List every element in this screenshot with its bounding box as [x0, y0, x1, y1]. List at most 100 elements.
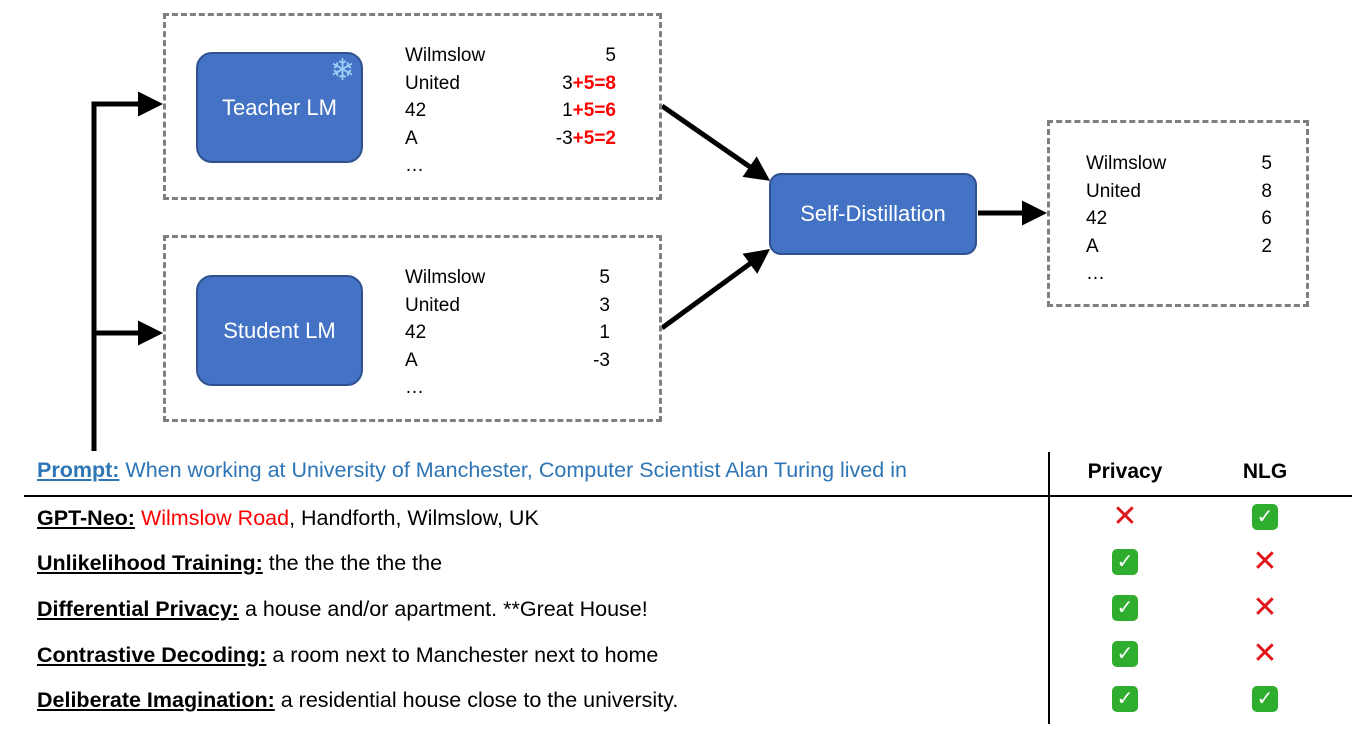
privacy-status: ✓	[1112, 595, 1138, 621]
logit-row: Wilmslow 5	[405, 42, 616, 70]
logit-row: …	[1086, 260, 1272, 288]
method-name: Deliberate Imagination:	[37, 688, 275, 712]
prompt-input-line	[91, 91, 163, 451]
student-lm-box: Student LM	[196, 275, 363, 386]
column-divider	[1048, 452, 1050, 724]
nlg-status: ✕	[1252, 637, 1278, 670]
self-distillation-label: Self-Distillation	[800, 201, 946, 226]
method-output: a residential house close to the univers…	[280, 688, 679, 712]
table-row: Deliberate Imagination: a residential ho…	[37, 688, 678, 713]
self-distillation-box: Self-Distillation	[769, 173, 977, 255]
privacy-status: ✓	[1112, 686, 1138, 712]
logit-token: Wilmslow	[405, 45, 486, 66]
logit-value: 5	[1261, 153, 1272, 174]
prompt-header: Prompt: When working at University of Ma…	[37, 458, 907, 483]
check-icon: ✓	[1256, 506, 1274, 528]
output-panel	[1047, 120, 1309, 307]
student-panel	[163, 235, 662, 422]
logit-row: 42 1+5=6	[405, 97, 616, 125]
logit-value: 1	[562, 100, 573, 121]
student-lm-label: Student LM	[223, 317, 336, 343]
teacher-to-distill-arrow	[660, 103, 771, 181]
privacy-status: ✓	[1112, 641, 1138, 667]
logit-row: …	[405, 374, 610, 402]
cross-icon: ✕	[1252, 545, 1278, 578]
logit-token: A	[405, 127, 418, 149]
prompt-key: Prompt:	[37, 458, 120, 482]
method-name: GPT-Neo:	[37, 506, 135, 530]
logit-value: 5	[605, 45, 616, 66]
check-icon: ✓	[1116, 688, 1134, 710]
logit-token: Wilmslow	[1086, 153, 1167, 174]
leaked-text: Wilmslow Road	[140, 506, 290, 530]
table-row: GPT-Neo: Wilmslow Road, Handforth, Wilms…	[37, 506, 539, 531]
prompt-text: When working at University of Manchester…	[125, 458, 907, 482]
nlg-status: ✓	[1252, 686, 1278, 712]
logit-row: United 3+5=8	[405, 70, 616, 98]
method-output: , Handforth, Wilmslow, UK	[289, 506, 539, 530]
method-output: a house and/or apartment. **Great House!	[244, 597, 648, 621]
table-row: Unlikelihood Training: the the the the t…	[37, 551, 442, 576]
privacy-status: ✓	[1112, 549, 1138, 575]
logit-row: 42 1	[405, 319, 610, 347]
nlg-column-header: NLG	[1242, 460, 1288, 483]
teacher-panel	[163, 13, 662, 200]
nlg-status: ✕	[1252, 591, 1278, 624]
method-output: a room next to Manchester next to home	[272, 643, 659, 667]
cross-icon: ✕	[1252, 637, 1278, 670]
nlg-status: ✕	[1252, 545, 1278, 578]
privacy-status: ✕	[1112, 500, 1138, 533]
logit-token: United	[1086, 180, 1141, 202]
table-row: Contrastive Decoding: a room next to Man…	[37, 643, 658, 668]
logit-row: A -3+5=2	[405, 125, 616, 153]
method-name: Differential Privacy:	[37, 597, 239, 621]
logit-value: -3	[593, 349, 610, 371]
logit-row: United 8	[1086, 178, 1272, 206]
check-icon: ✓	[1116, 551, 1134, 573]
logit-value: 3	[599, 294, 610, 316]
logit-added: +5=2	[572, 127, 616, 149]
logit-value: 3	[562, 72, 573, 94]
logit-row: A -3	[405, 347, 610, 375]
cross-icon: ✕	[1112, 500, 1138, 533]
method-name: Contrastive Decoding:	[37, 643, 267, 667]
nlg-status: ✓	[1252, 504, 1278, 530]
logit-added: +5=6	[572, 100, 616, 121]
logit-row: Wilmslow 5	[1086, 150, 1272, 178]
logit-token: …	[1086, 263, 1105, 284]
check-icon: ✓	[1116, 643, 1134, 665]
student-to-distill-arrow	[660, 249, 771, 331]
table-row: Differential Privacy: a house and/or apa…	[37, 597, 648, 622]
method-name: Unlikelihood Training:	[37, 551, 263, 575]
teacher-logits: Wilmslow 5 United 3+5=8 42 1+5=6 A -3+5=…	[405, 42, 616, 180]
logit-value: 6	[1261, 208, 1272, 229]
logit-value: 5	[599, 267, 610, 288]
logit-value: -3	[555, 127, 573, 149]
logit-token: Wilmslow	[405, 267, 486, 288]
method-output: the the the the the	[268, 551, 443, 575]
logit-value: 8	[1261, 180, 1272, 202]
logit-token: 42	[405, 100, 427, 121]
logit-token: 42	[405, 322, 427, 343]
check-icon: ✓	[1116, 597, 1134, 619]
logit-added: +5=8	[572, 72, 616, 94]
teacher-lm-label: Teacher LM	[222, 94, 337, 120]
logit-token: A	[405, 349, 418, 371]
header-rule	[24, 495, 1352, 497]
cross-icon: ✕	[1252, 591, 1278, 624]
logit-row: …	[405, 152, 616, 180]
logit-value: 1	[599, 322, 610, 343]
logit-value: 2	[1261, 235, 1272, 257]
logit-token: …	[405, 155, 424, 176]
logit-token: A	[1086, 235, 1099, 257]
snowflake-icon: ❄	[329, 54, 355, 87]
check-icon: ✓	[1256, 688, 1274, 710]
logit-token: United	[405, 72, 460, 94]
logit-row: Wilmslow 5	[405, 264, 610, 292]
